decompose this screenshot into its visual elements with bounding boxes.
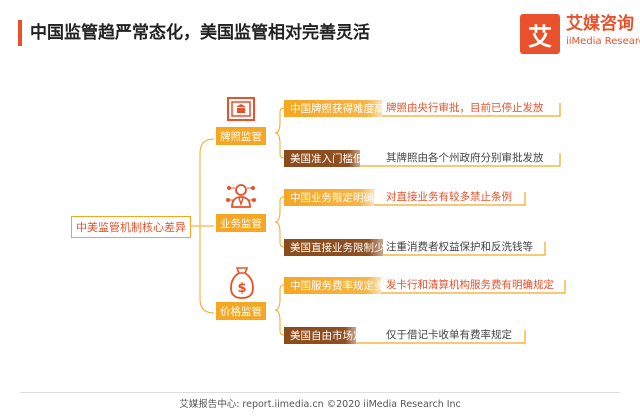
businessman-network-icon <box>226 184 256 208</box>
footer-source: 艾媒报告中心: report.iimedia.cn ©2020 iiMedia … <box>179 399 461 410</box>
item-tag-us-business: 美国直接业务限制少 <box>284 239 385 256</box>
item-desc-us-price: 仅于借记卡收单有费率规定 <box>386 329 512 341</box>
title-accent-bar <box>18 20 22 46</box>
item-tag-us-license: 美国准入门槛低 <box>284 150 364 167</box>
footer-divider <box>20 392 620 393</box>
page-title: 中国监管趋严常态化，美国监管相对完善灵活 <box>30 23 370 43</box>
item-desc-cn-business: 对直接业务有较多禁止条例 <box>386 191 512 203</box>
item-tag-cn-license: 中国牌照获得难度高 <box>284 100 385 117</box>
item-desc-cn-license: 牌照由央行审批，目前已停止发放 <box>386 102 544 114</box>
logo-name: 艾媒咨询 <box>566 14 634 34</box>
category-license: 牌照监管 <box>216 127 266 145</box>
category-business: 业务监管 <box>216 214 266 232</box>
logo-mark: 艾 <box>520 14 560 54</box>
item-tag-us-price: 美国自由市场定价 <box>284 327 374 344</box>
dollar-jar-icon: $ <box>230 267 254 299</box>
svg-text:$: $ <box>237 281 246 296</box>
logo-name-en: iiMedia Research <box>566 36 640 47</box>
license-plaque-icon <box>227 97 255 121</box>
item-tag-cn-price: 中国服务费率规定多 <box>284 277 385 294</box>
item-tag-cn-business: 中国业务限定明确 <box>284 189 374 206</box>
item-desc-us-business: 注重消费者权益保护和反洗钱等 <box>386 241 533 253</box>
item-desc-us-license: 其牌照由各个州政府分别审批发放 <box>386 152 544 164</box>
center-node: 中美监管机制核心差异 <box>71 216 191 238</box>
item-desc-cn-price: 发卡行和清算机构服务费有明确规定 <box>386 279 554 291</box>
category-price: 价格监管 <box>216 302 266 320</box>
